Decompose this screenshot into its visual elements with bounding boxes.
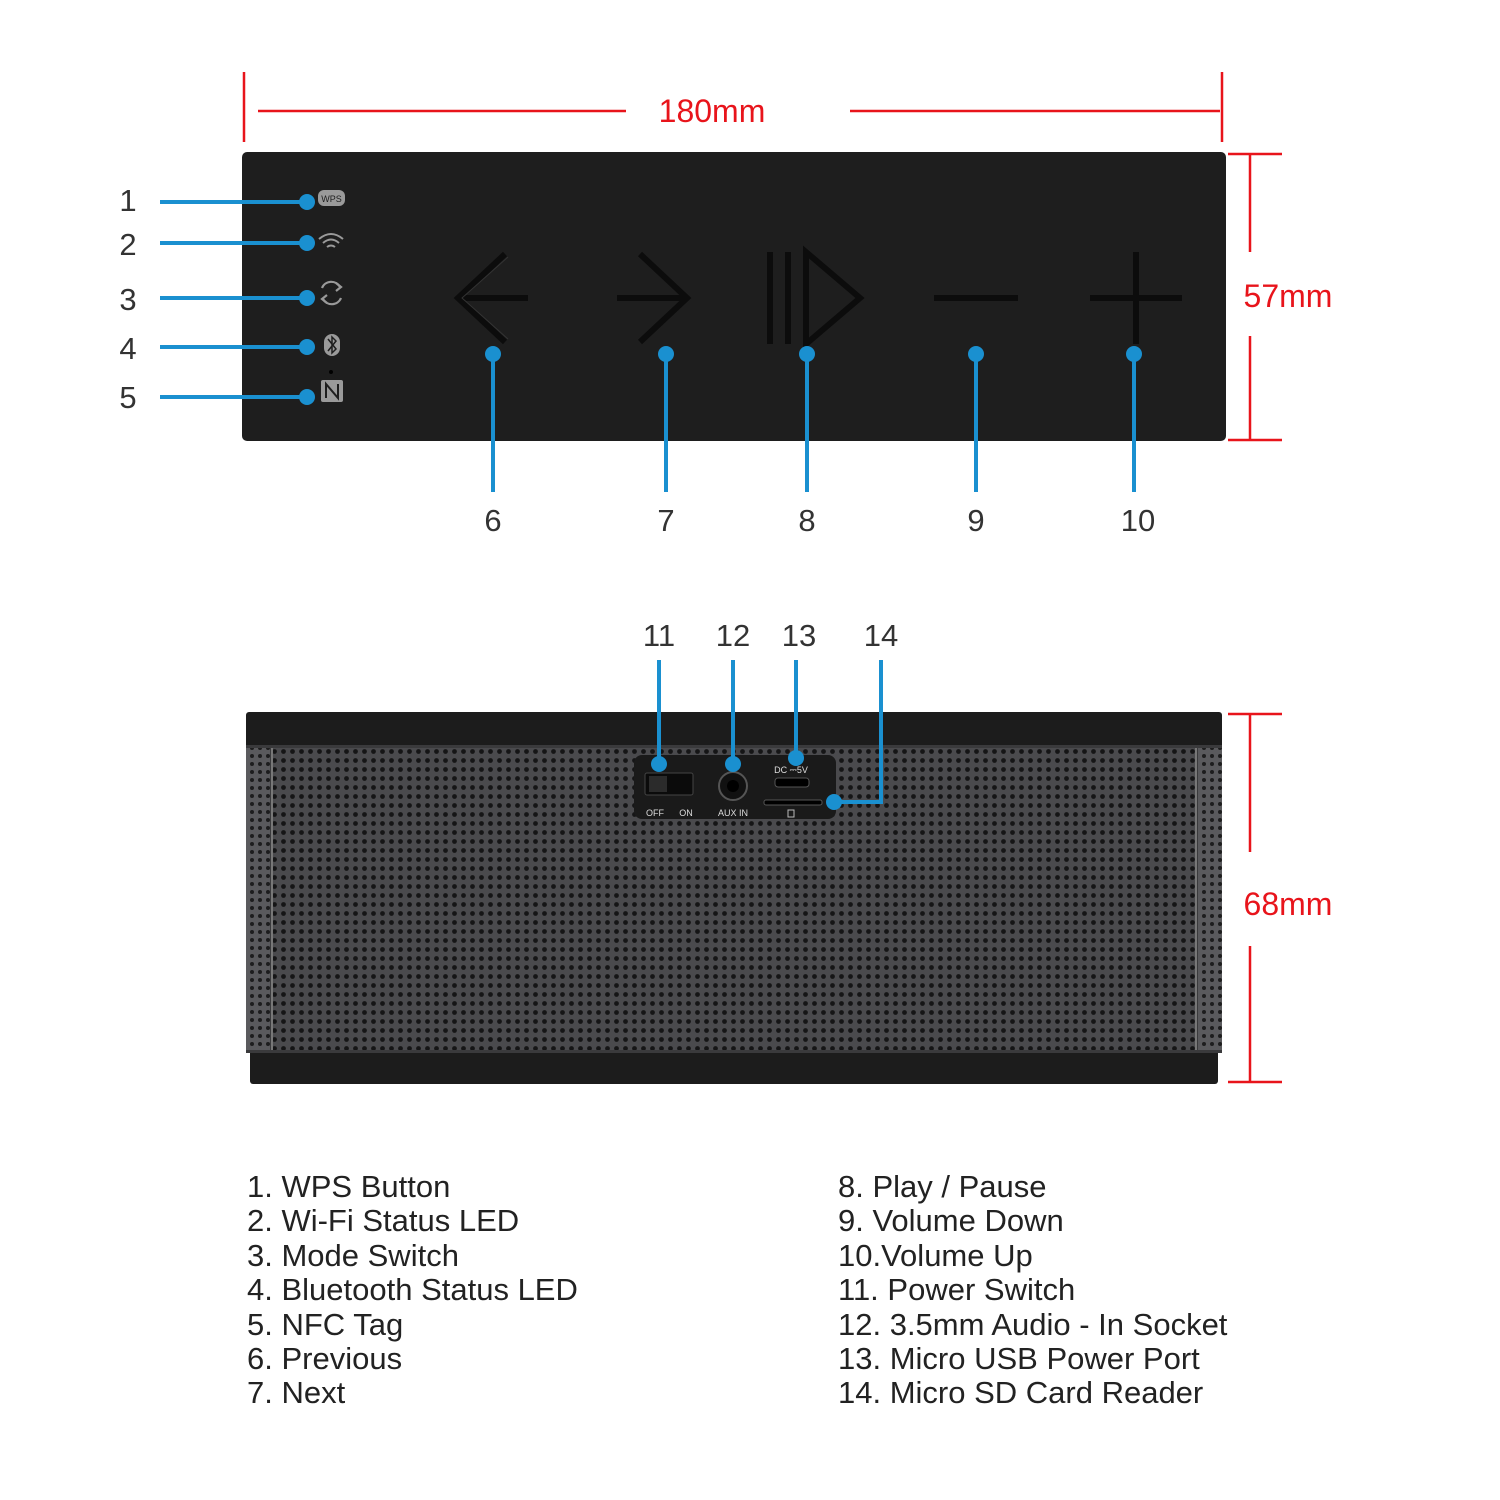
callout-number: 14 (864, 618, 898, 653)
mode-icon[interactable] (320, 280, 343, 306)
legend-item: 7. Next (247, 1375, 346, 1411)
bluetooth-icon (324, 334, 340, 356)
on-label: ON (679, 808, 693, 818)
top-height-label: 57mm (1244, 278, 1333, 314)
previous-icon[interactable] (453, 251, 528, 345)
legend-right: 8. Play / Pause 9. Volume Down 10.Volume… (838, 1169, 1228, 1411)
next-icon[interactable] (617, 251, 692, 345)
legend-left: 1. WPS Button 2. Wi-Fi Status LED 3. Mod… (247, 1169, 578, 1411)
callout-number: 8 (798, 503, 815, 538)
width-label: 180mm (659, 93, 766, 129)
callout-number: 11 (643, 618, 675, 653)
wps-icon[interactable]: WPS (318, 190, 345, 206)
legend-item: 14. Micro SD Card Reader (838, 1375, 1204, 1411)
callout-number: 6 (484, 503, 501, 538)
nfc-icon (321, 380, 343, 402)
width-dimension (242, 72, 1224, 142)
legend-item: 5. NFC Tag (247, 1306, 404, 1342)
volume-up-icon[interactable] (1090, 252, 1182, 344)
callout-number: 7 (657, 503, 674, 538)
dc-label: DC ⎓5V (774, 765, 808, 775)
legend-item: 8. Play / Pause (838, 1169, 1047, 1204)
sd-card-icon (787, 809, 795, 818)
legend-item: 9. Volume Down (838, 1203, 1064, 1239)
legend-item: 12. 3.5mm Audio - In Socket (838, 1306, 1228, 1342)
callout-number: 2 (119, 227, 136, 262)
callout-number: 12 (716, 618, 750, 653)
callout-number: 3 (119, 282, 136, 317)
svg-text:WPS: WPS (321, 194, 342, 204)
legend-item: 4. Bluetooth Status LED (247, 1272, 578, 1308)
legend-item: 2. Wi-Fi Status LED (247, 1203, 520, 1239)
speaker-top-panel (242, 152, 1226, 441)
grille-side-right (1198, 748, 1222, 1050)
legend-item: 13. Micro USB Power Port (838, 1341, 1200, 1377)
callouts-bottom (485, 346, 1142, 492)
legend-item: 11. Power Switch (838, 1272, 1076, 1308)
micro-usb-port[interactable] (774, 777, 810, 788)
micro-sd-slot[interactable] (763, 799, 823, 806)
aux-in-label: AUX IN (718, 808, 748, 818)
callout-number: 1 (119, 183, 136, 218)
callouts-front (651, 660, 883, 810)
top-height-dimension (1228, 152, 1282, 442)
callouts-left (160, 194, 315, 405)
callout-number: 10 (1121, 503, 1155, 538)
play-pause-icon[interactable] (767, 245, 865, 351)
legend-item: 6. Previous (247, 1341, 403, 1377)
callout-number: 5 (119, 380, 136, 415)
legend-item: 3. Mode Switch (247, 1237, 459, 1273)
legend-item: 1. WPS Button (247, 1169, 451, 1204)
front-height-dimension (1228, 712, 1282, 1084)
front-height-label: 68mm (1244, 886, 1333, 922)
wifi-icon (318, 233, 344, 248)
previous-icon-highlight (461, 256, 509, 340)
legend-item: 10.Volume Up (838, 1237, 1033, 1273)
mic-hole (329, 370, 333, 374)
port-panel: OFF ON AUX IN DC ⎓5V (634, 755, 836, 819)
callout-number: 9 (967, 503, 984, 538)
grille-side-left (246, 748, 270, 1050)
callout-number: 13 (782, 618, 816, 653)
off-label: OFF (646, 808, 664, 818)
callout-number: 4 (119, 331, 136, 366)
